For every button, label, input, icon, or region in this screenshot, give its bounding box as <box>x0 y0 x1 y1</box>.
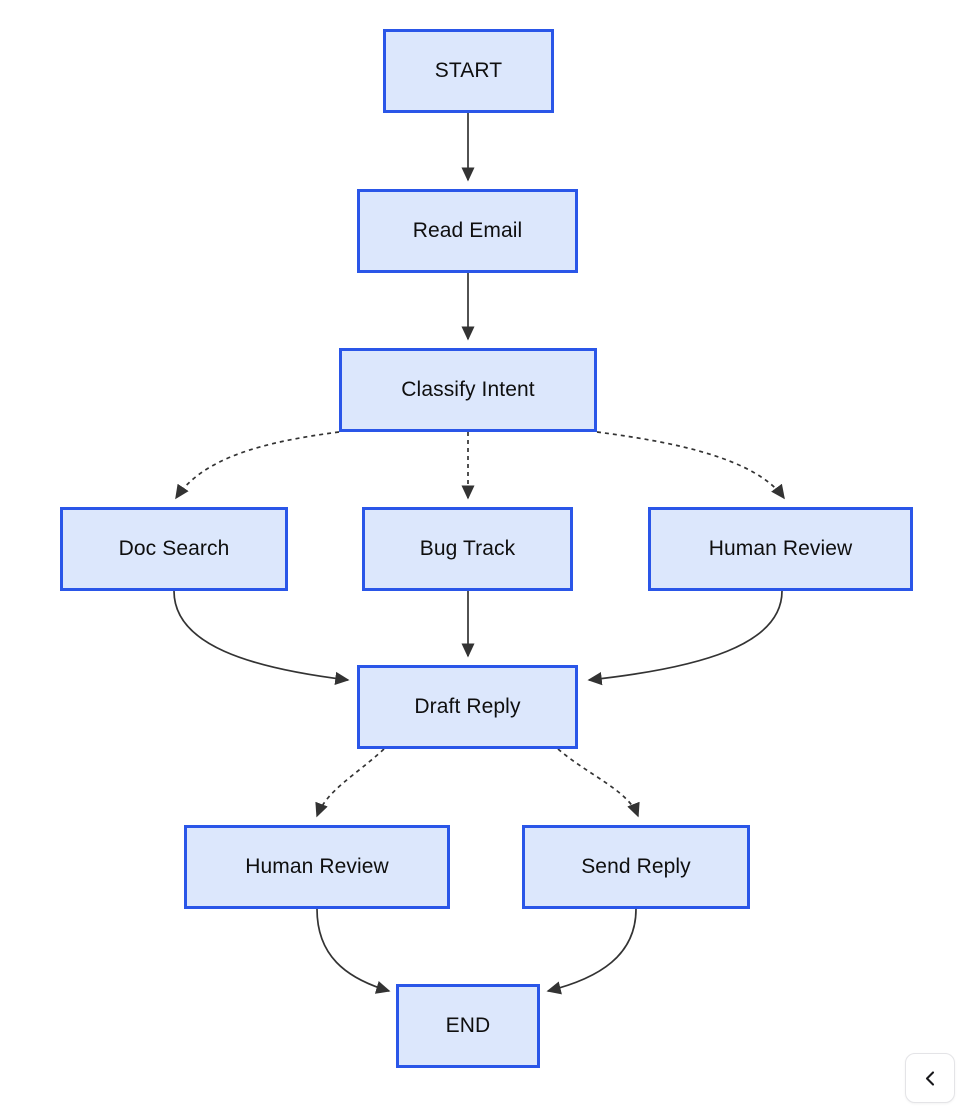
edge-human-review-bottom-to-end <box>316 908 391 994</box>
node-human-review-top[interactable]: Human Review <box>648 507 913 591</box>
node-start-label: START <box>434 59 503 82</box>
node-end-label: END <box>445 1014 491 1037</box>
node-start[interactable]: START <box>383 29 554 113</box>
node-bug-track[interactable]: Bug Track <box>362 507 573 591</box>
node-doc-search[interactable]: Doc Search <box>60 507 288 591</box>
edge-draft-reply-to-human-review-bottom <box>315 748 385 818</box>
collapse-panel-button[interactable] <box>905 1053 955 1103</box>
edge-draft-reply-to-send-reply <box>557 748 640 818</box>
node-human-review-bottom-label: Human Review <box>245 855 389 878</box>
edge-classify-to-doc-search <box>175 431 340 500</box>
node-classify-intent[interactable]: Classify Intent <box>339 348 597 432</box>
node-read-email-label: Read Email <box>412 219 523 242</box>
node-human-review-top-label: Human Review <box>708 537 853 560</box>
edge-human-review-top-to-draft-reply <box>587 590 783 686</box>
node-read-email[interactable]: Read Email <box>357 189 578 273</box>
edge-doc-search-to-draft-reply <box>173 590 350 686</box>
node-classify-intent-label: Classify Intent <box>401 378 535 401</box>
node-doc-search-label: Doc Search <box>118 537 230 560</box>
edge-classify-to-human-review-top <box>596 431 785 500</box>
edge-send-reply-to-end <box>546 908 637 995</box>
chevron-left-icon <box>922 1070 939 1087</box>
node-send-reply[interactable]: Send Reply <box>522 825 750 909</box>
node-end[interactable]: END <box>396 984 540 1068</box>
node-send-reply-label: Send Reply <box>581 855 691 878</box>
node-draft-reply[interactable]: Draft Reply <box>357 665 578 749</box>
node-draft-reply-label: Draft Reply <box>414 695 521 718</box>
node-bug-track-label: Bug Track <box>419 537 516 560</box>
node-human-review-bottom[interactable]: Human Review <box>184 825 450 909</box>
